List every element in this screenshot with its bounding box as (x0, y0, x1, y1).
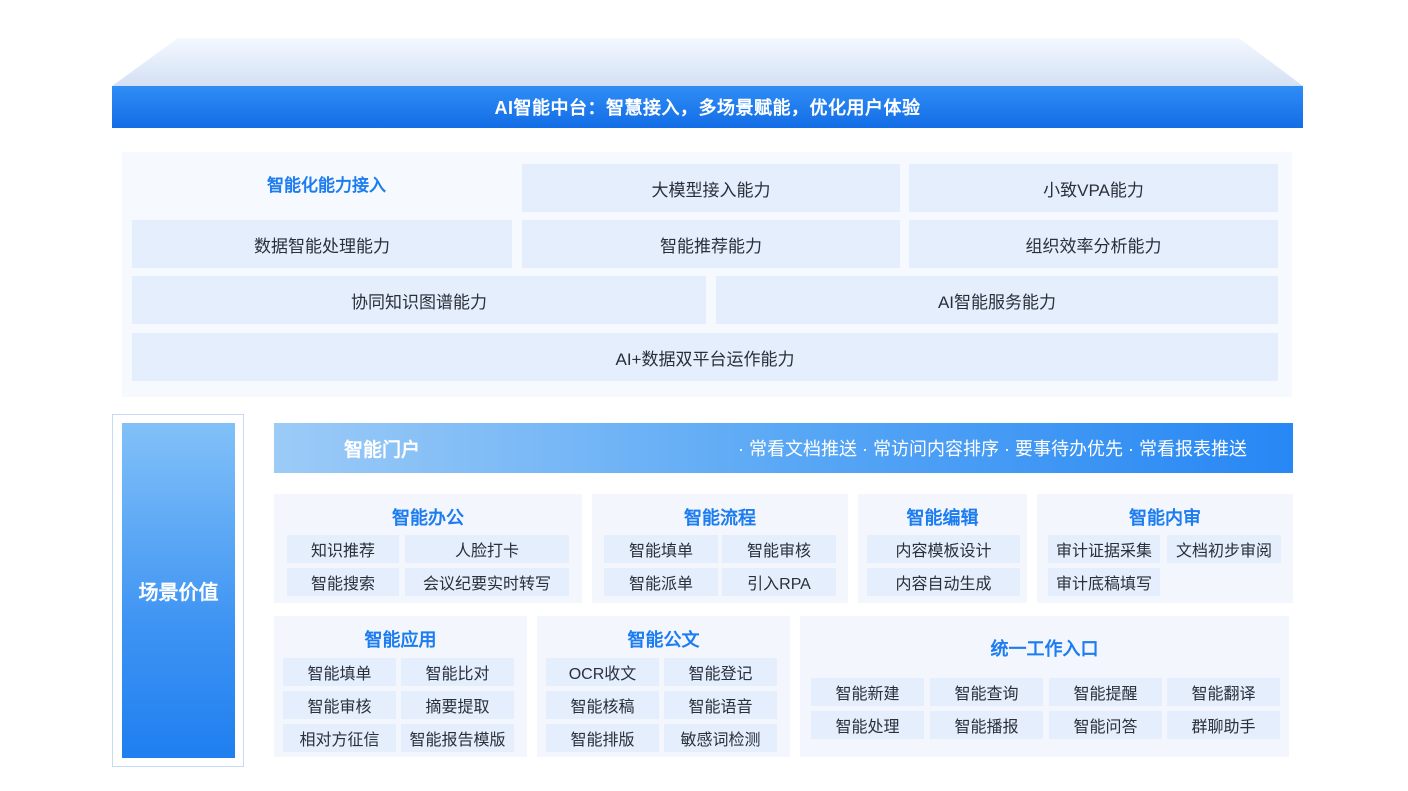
capability-title: 智能化能力接入 (267, 175, 386, 195)
portal-strip: 智能门户 · 常看文档推送 · 常访问内容排序 · 要事待办优先 · 常看报表推… (274, 423, 1293, 473)
module-title: 智能办公 (392, 508, 464, 528)
module-item: 智能审核 (283, 691, 396, 719)
capability-item: 智能推荐能力 (522, 220, 900, 268)
module-item: 人脸打卡 (405, 535, 569, 563)
module-item: 会议纪要实时转写 (405, 568, 569, 596)
capability-item: AI智能服务能力 (716, 276, 1278, 324)
module-item: OCR收文 (546, 658, 659, 686)
module-item: 知识推荐 (287, 535, 399, 563)
page-title-banner: AI智能中台：智慧接入，多场景赋能，优化用户体验 (112, 86, 1303, 128)
module-item: 智能翻译 (1167, 678, 1280, 706)
module-smart-process: 智能流程 智能填单 智能审核 智能派单 引入RPA (592, 494, 848, 603)
module-item: 文档初步审阅 (1167, 535, 1281, 563)
module-smart-audit: 智能内审 审计证据采集 文档初步审阅 审计底稿填写 (1037, 494, 1293, 603)
module-item: 摘要提取 (401, 691, 514, 719)
module-item: 内容自动生成 (867, 568, 1020, 596)
module-item: 智能提醒 (1049, 678, 1162, 706)
module-item: 智能核稿 (546, 691, 659, 719)
capability-item: 大模型接入能力 (522, 164, 900, 212)
module-smart-app: 智能应用 智能填单 智能比对 智能审核 摘要提取 相对方征信 智能报告模版 (274, 616, 527, 757)
module-item: 智能语音 (664, 691, 777, 719)
module-title: 统一工作入口 (990, 639, 1099, 659)
module-title: 智能应用 (364, 630, 437, 650)
module-item: 敏感词检测 (664, 724, 777, 752)
module-unified-entry: 统一工作入口 智能新建 智能查询 智能提醒 智能翻译 智能处理 智能播报 智能问… (800, 616, 1289, 757)
module-title: 智能编辑 (906, 508, 979, 528)
module-item: 智能填单 (604, 535, 718, 563)
module-item: 引入RPA (722, 568, 836, 596)
module-title: 智能流程 (684, 508, 756, 528)
capability-item: 数据智能处理能力 (132, 220, 512, 268)
portal-description: · 常看文档推送 · 常访问内容排序 · 要事待办优先 · 常看报表推送 (738, 439, 1247, 459)
module-item: 智能排版 (546, 724, 659, 752)
module-item: 内容模板设计 (867, 535, 1020, 563)
module-item: 智能比对 (401, 658, 514, 686)
module-item: 相对方征信 (283, 724, 396, 752)
capability-item: 组织效率分析能力 (909, 220, 1278, 268)
capability-item: AI+数据双平台运作能力 (132, 333, 1278, 381)
module-item: 智能填单 (283, 658, 396, 686)
page-title: AI智能中台：智慧接入，多场景赋能，优化用户体验 (494, 98, 921, 118)
module-smart-office: 智能办公 知识推荐 人脸打卡 智能搜索 会议纪要实时转写 (274, 494, 582, 603)
module-item: 智能审核 (722, 535, 836, 563)
banner-roof (112, 38, 1303, 86)
module-item: 审计底稿填写 (1048, 568, 1160, 596)
module-item: 智能问答 (1049, 711, 1162, 739)
module-smart-document: 智能公文 OCR收文 智能登记 智能核稿 智能语音 智能排版 敏感词检测 (537, 616, 790, 757)
module-item: 智能处理 (811, 711, 924, 739)
module-item: 智能搜索 (287, 568, 399, 596)
module-item: 智能派单 (604, 568, 718, 596)
module-item: 智能登记 (664, 658, 777, 686)
module-title: 智能公文 (627, 630, 700, 650)
portal-title: 智能门户 (344, 439, 421, 461)
module-item: 智能报告模版 (401, 724, 514, 752)
module-item: 智能播报 (930, 711, 1043, 739)
module-item: 智能新建 (811, 678, 924, 706)
scene-label: 场景价值 (122, 423, 235, 758)
module-smart-edit: 智能编辑 内容模板设计 内容自动生成 (858, 494, 1027, 603)
module-item: 群聊助手 (1167, 711, 1280, 739)
module-item: 智能查询 (930, 678, 1043, 706)
capability-item: 小致VPA能力 (909, 164, 1278, 212)
module-title: 智能内审 (1129, 508, 1201, 528)
module-item: 审计证据采集 (1048, 535, 1160, 563)
capability-item: 协同知识图谱能力 (132, 276, 706, 324)
